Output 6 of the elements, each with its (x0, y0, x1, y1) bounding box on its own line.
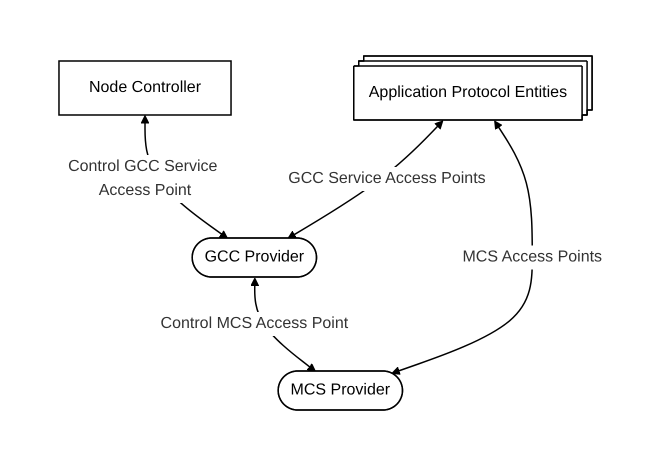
edge-label: Control MCS Access Point (160, 314, 349, 332)
edge-label: MCS Access Points (462, 248, 603, 265)
edge-label: GCC Service Access Points (288, 169, 486, 186)
edge-label: Control GCC Service Access Point (68, 157, 218, 198)
arrow (392, 120, 534, 374)
node-box: Node Controller (58, 60, 232, 116)
